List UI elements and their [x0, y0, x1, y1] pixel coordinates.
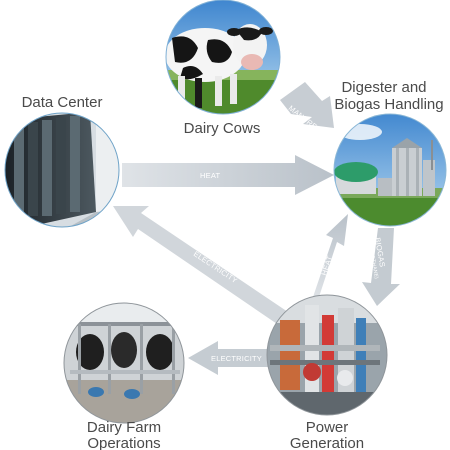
node-dairy-farm-image — [63, 302, 185, 424]
node-data-center-image — [4, 112, 120, 228]
arrow-heat-vertical: HEAT — [302, 214, 348, 300]
arrow-label-heat-vertical: HEAT — [319, 254, 334, 276]
arrow-manure: MANURE — [280, 82, 334, 131]
arrow-electricity-bottom: ELECTRICITY — [188, 341, 268, 375]
node-label-power-line2: Generation — [290, 435, 364, 450]
arrow-label-heat-top: HEAT — [200, 171, 220, 180]
node-power-generation-image — [266, 294, 388, 416]
node-label-dairy-farm-line2: Operations — [87, 435, 160, 450]
node-label-digester-line1: Digester and — [341, 79, 426, 96]
node-label-dairy-cows: Dairy Cows — [184, 120, 261, 137]
node-digester-image — [333, 113, 447, 227]
node-dairy-cows-image — [165, 0, 281, 115]
arrow-biogas: BIOGAS (85% METHANE) — [362, 228, 400, 306]
node-label-digester-line2: Biogas Handling — [334, 96, 443, 113]
node-label-power-line1: Power — [306, 419, 349, 436]
node-label-data-center: Data Center — [22, 94, 103, 111]
node-label-dairy-farm-line1: Dairy Farm — [87, 419, 161, 436]
arrow-label-electricity-bottom: ELECTRICITY — [211, 354, 262, 363]
arrow-heat-top: HEAT — [122, 155, 334, 195]
